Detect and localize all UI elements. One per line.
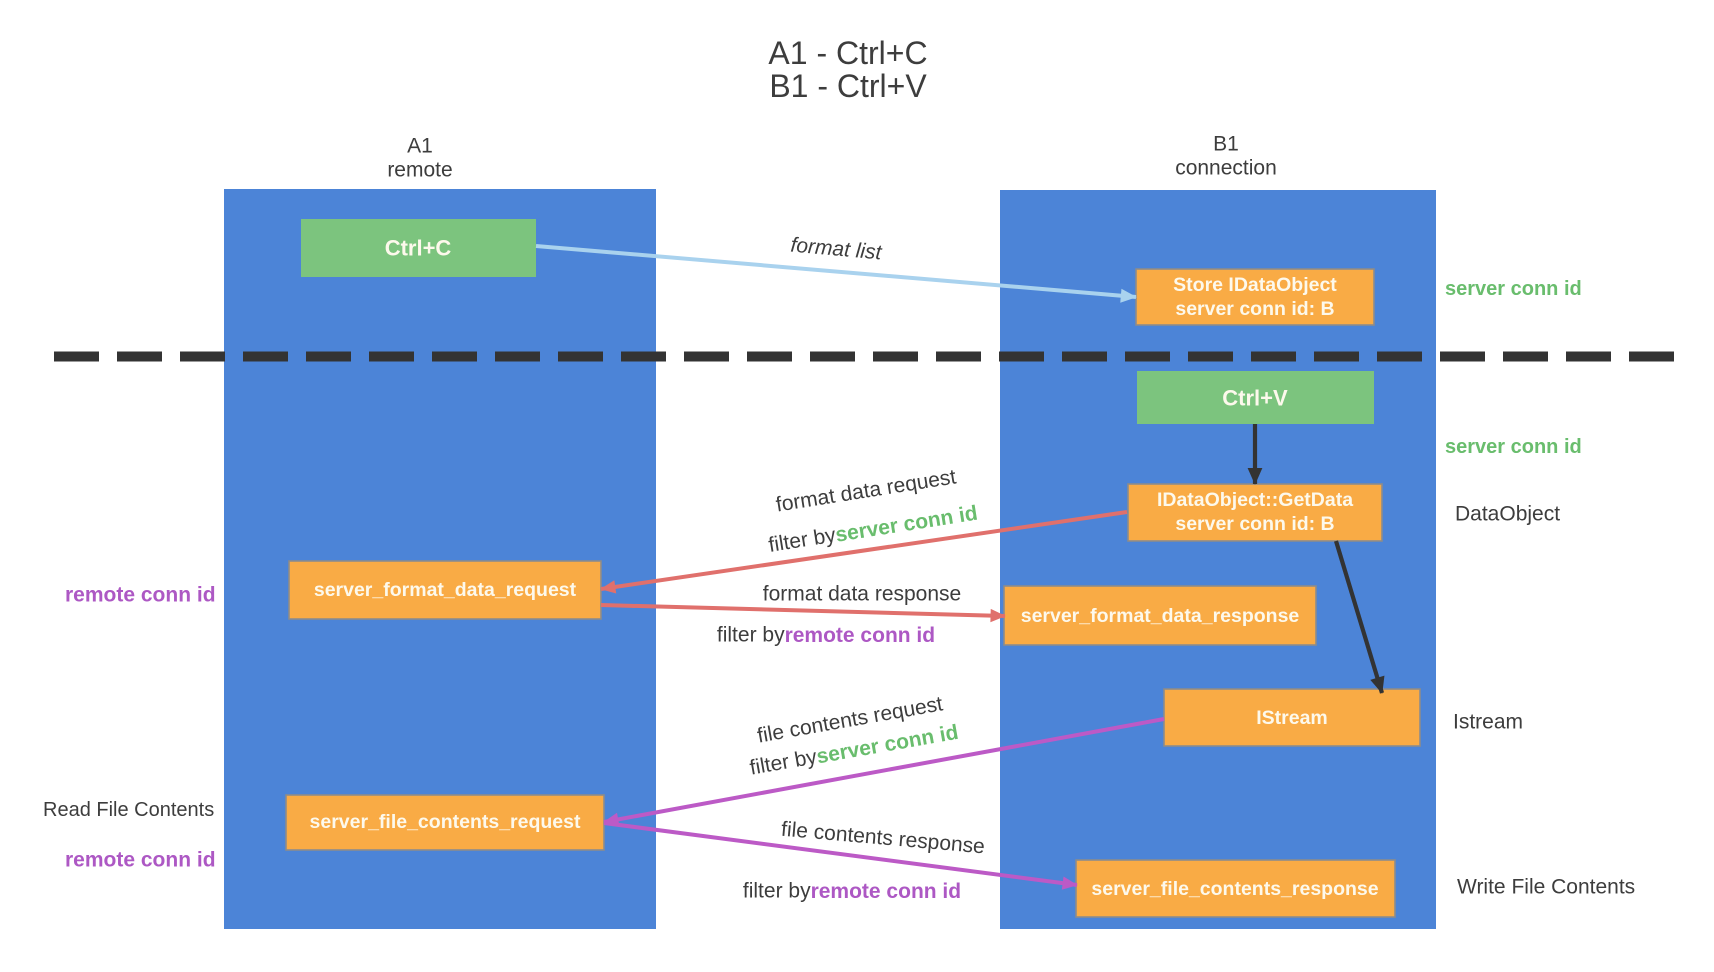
- svg-text:format list: format list: [790, 234, 884, 265]
- svg-text:server_format_data_response: server_format_data_response: [1021, 605, 1300, 627]
- svg-text:filter byremote conn id: filter byremote conn id: [743, 880, 961, 903]
- svg-text:IStream: IStream: [1256, 707, 1328, 729]
- svg-text:remote: remote: [387, 159, 452, 182]
- svg-text:server_file_contents_response: server_file_contents_response: [1091, 878, 1378, 900]
- svg-text:connection: connection: [1175, 157, 1277, 180]
- svg-text:Istream: Istream: [1453, 711, 1523, 734]
- svg-text:server conn id: B: server conn id: B: [1175, 513, 1334, 535]
- svg-text:format data response: format data response: [763, 583, 961, 606]
- svg-text:B1: B1: [1213, 133, 1239, 156]
- svg-text:server_format_data_request: server_format_data_request: [314, 579, 577, 601]
- svg-text:remote conn id: remote conn id: [65, 584, 216, 607]
- svg-text:server_file_contents_request: server_file_contents_request: [310, 811, 581, 833]
- svg-text:A1 - Ctrl+C: A1 - Ctrl+C: [768, 35, 927, 71]
- svg-text:Write File Contents: Write File Contents: [1457, 876, 1635, 899]
- svg-text:remote conn id: remote conn id: [65, 849, 216, 872]
- svg-text:IDataObject::GetData: IDataObject::GetData: [1157, 489, 1353, 511]
- svg-text:file contents response: file contents response: [780, 818, 986, 859]
- svg-text:server conn id: B: server conn id: B: [1175, 298, 1334, 320]
- svg-text:filter byremote conn id: filter byremote conn id: [717, 624, 935, 647]
- svg-text:Ctrl+V: Ctrl+V: [1222, 386, 1288, 411]
- svg-text:B1 - Ctrl+V: B1 - Ctrl+V: [769, 68, 927, 104]
- svg-text:server conn id: server conn id: [1445, 278, 1582, 300]
- svg-text:A1: A1: [407, 135, 433, 158]
- svg-text:Read File Contents: Read File Contents: [43, 799, 214, 821]
- svg-text:Store IDataObject: Store IDataObject: [1173, 274, 1337, 296]
- svg-text:server conn id: server conn id: [1445, 436, 1582, 458]
- svg-text:Ctrl+C: Ctrl+C: [385, 236, 452, 261]
- svg-text:DataObject: DataObject: [1455, 503, 1560, 526]
